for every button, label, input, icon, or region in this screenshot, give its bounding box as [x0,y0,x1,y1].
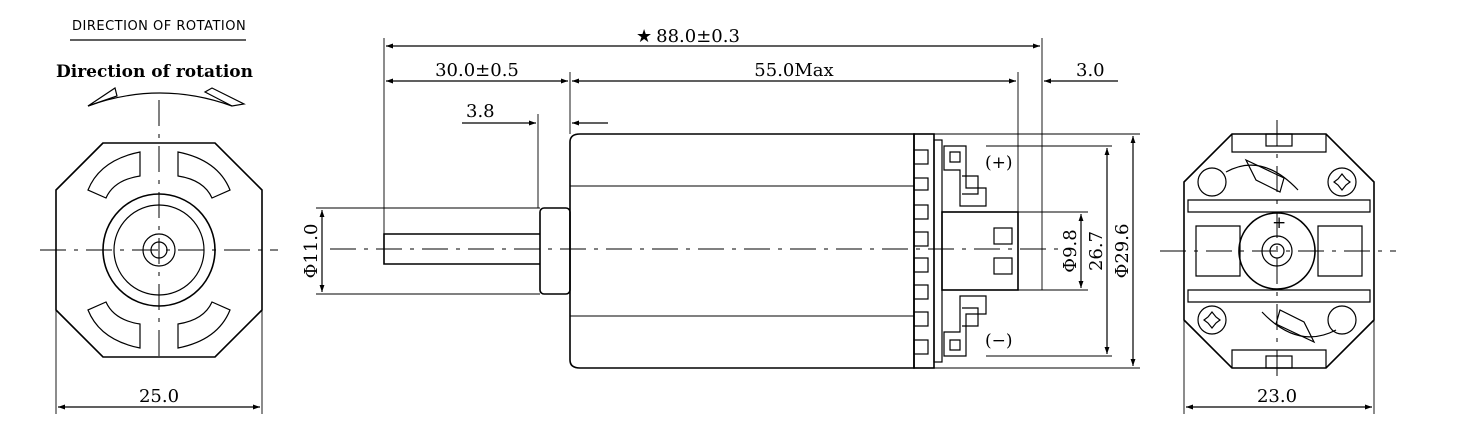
star-icon: ★ [636,26,652,47]
terminal-tab [1265,355,1293,369]
front-width-dim: 25.0 [139,386,179,407]
torx-screw-icon [1203,311,1221,329]
front-boss [539,207,571,295]
body-diameter-dim: Φ29.6 [1112,224,1133,279]
shaft-length-dim: 30.0±0.5 [435,60,519,81]
terminal-length-dim: 3.0 [1076,60,1105,81]
side-view: (+) (−) ★88.0±0.3 30.0±0.5 55.0Max 3.0 3… [301,26,1140,369]
brush-holder-plate [933,139,943,363]
direction-title: Direction of rotation [56,62,253,82]
front-housing-outline [55,142,263,358]
brush-spring [1261,311,1337,338]
end-cap-ribs [913,149,929,355]
negative-terminal-label: (−) [985,331,1013,351]
brush-spring [1225,164,1299,191]
bearing-diameter-dim: Φ9.8 [1060,229,1081,272]
end-cap [913,133,935,369]
rotation-arrow-icon [87,87,246,107]
vent-slot [177,301,231,349]
terminal-negative [943,295,987,357]
rear-width-dim: 23.0 [1257,386,1297,407]
front-view: 25.0 [40,100,278,414]
vent-slot [177,151,231,199]
positive-terminal-label: (+) [985,153,1013,173]
torx-screw-icon [1333,173,1351,191]
vent-slot [87,301,141,349]
screw-hole [1327,167,1357,197]
direction-label: DIRECTION OF ROTATION [72,19,246,34]
direction-header: DIRECTION OF ROTATION Direction of rotat… [56,19,253,82]
screw-hole [1197,305,1227,335]
vent-slot [87,151,141,199]
body-length-dim: 55.0Max [754,60,833,81]
terminal-span-dim: 26.7 [1086,231,1107,271]
terminal-positive [943,145,987,207]
positive-center-mark: + [1272,213,1286,233]
screw-hole [1327,305,1357,335]
rear-bearing-housing [941,211,1019,291]
rear-view: + 23.0 [1160,120,1396,414]
boss-length-dim: 3.8 [466,101,495,122]
motor-body [569,133,915,369]
terminal-tab [1265,133,1293,147]
overall-length-dim: ★88.0±0.3 [636,26,740,47]
boss-diameter-dim: Φ11.0 [301,224,322,279]
screw-hole [1197,167,1227,197]
